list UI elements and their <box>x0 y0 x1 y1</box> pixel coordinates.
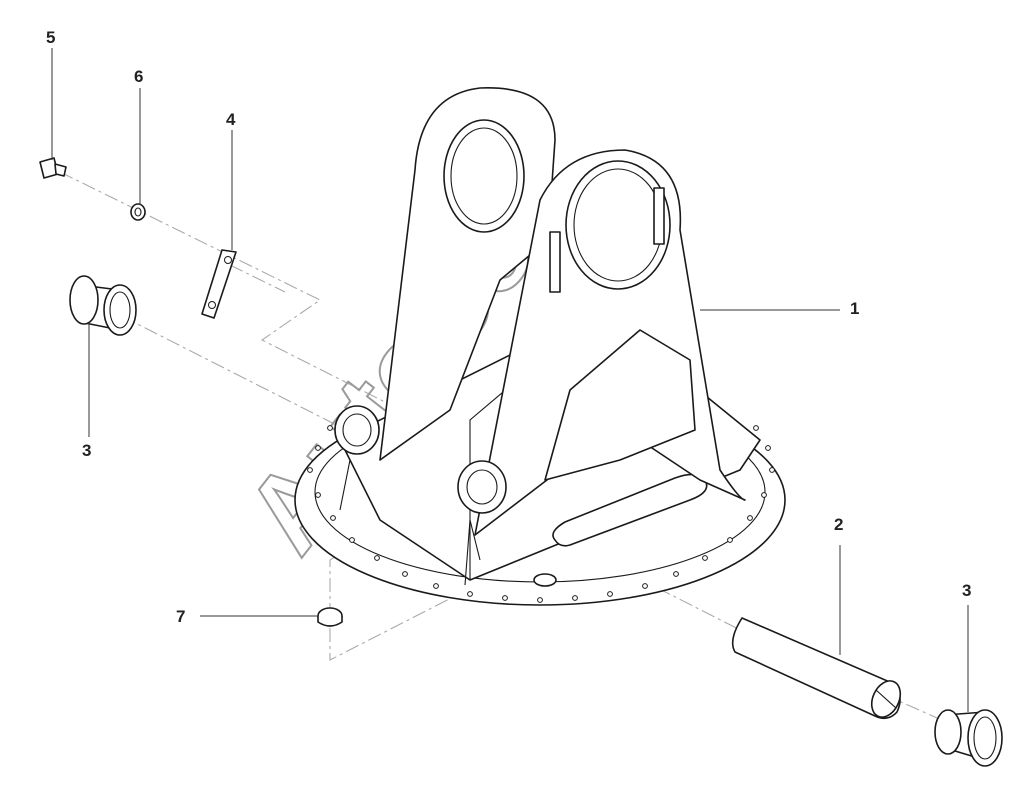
lug-plate-left <box>549 231 561 293</box>
rear-pin-bore <box>443 119 525 233</box>
lug-plate-right <box>653 187 665 245</box>
callout-5: 5 <box>46 28 55 47</box>
frame-window <box>544 329 696 481</box>
drain-hole <box>533 573 557 587</box>
callout-6: 6 <box>134 67 143 86</box>
part-3-bushing-left <box>69 275 137 336</box>
part-4-locking-plate <box>201 249 237 319</box>
front-pin-bore <box>565 160 671 290</box>
lower-lug-bore-left <box>334 405 380 455</box>
callout-1: 1 <box>850 299 859 318</box>
callout-3-right: 3 <box>962 581 971 600</box>
part-1-bracket-housing <box>294 87 786 606</box>
callout-labels: 1 2 3 3 4 5 6 7 <box>46 28 971 626</box>
part-7-plug <box>317 607 343 627</box>
front-cheek-plate <box>474 149 746 536</box>
callout-4: 4 <box>226 110 236 129</box>
callout-3-left: 3 <box>82 441 91 460</box>
leader-lines <box>51 48 969 712</box>
callout-2: 2 <box>834 515 843 534</box>
part-3-bushing-right <box>934 709 1003 767</box>
part-5-bolt <box>39 157 67 179</box>
lower-lug-bore-right <box>457 460 507 514</box>
flange-bolt-holes <box>307 425 775 603</box>
part-6-washer <box>130 203 146 221</box>
part-2-pin <box>731 617 902 720</box>
callout-7: 7 <box>176 607 185 626</box>
base-slot <box>552 473 708 547</box>
